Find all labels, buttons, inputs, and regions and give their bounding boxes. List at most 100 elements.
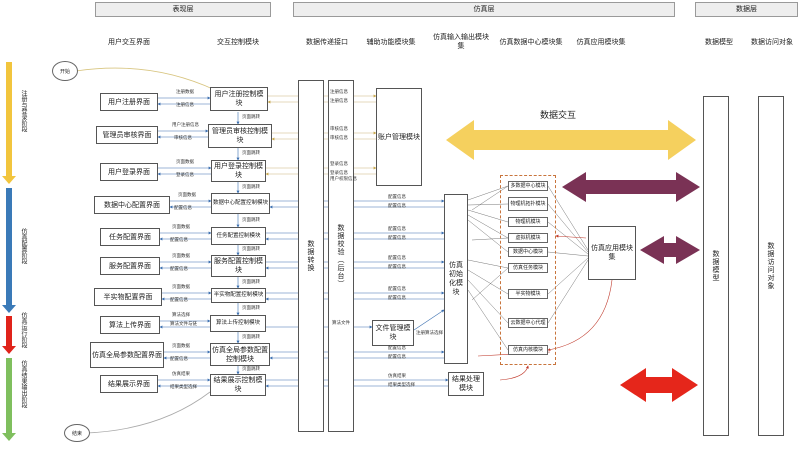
- lbl-jump-1: 页面跳转: [242, 151, 260, 156]
- start-node: 开始: [52, 61, 78, 81]
- data-conversion-bar: 数据转换: [298, 80, 324, 432]
- lbl-ui-ctrl-8a: 页面数据: [172, 344, 190, 349]
- ui-box-task-config: 任务配置界面: [100, 228, 160, 246]
- lbl-account-in-2: 登录信息: [330, 171, 348, 176]
- aux-func-label: 辅助功能模块集: [366, 37, 416, 46]
- stage-config: 仿真配置阶段: [20, 228, 27, 264]
- ui-box-login: 用户登录界面: [100, 163, 158, 181]
- datacenter-container: [500, 175, 556, 365]
- dc-item-physical-topology: 物理机拓扑模块: [508, 197, 548, 211]
- lbl-ctrl-right-3: 配置信息: [388, 195, 406, 200]
- lbl-ui-ctrl-6a: 页面数据: [172, 285, 190, 290]
- lbl-ctrl-right-6: 配置信息: [388, 287, 406, 292]
- ctrl-box-login: 用户登录控制模块: [211, 160, 266, 182]
- ctrl-box-global-params: 仿真全局参数配置控制模块: [210, 343, 270, 366]
- data-transfer-label: 数据传递接口: [306, 37, 348, 46]
- dc-item-virtual-machine: 虚拟机模块: [508, 233, 548, 243]
- data-model-label: 数据模型: [705, 37, 733, 46]
- file-mgmt-module: 文件管理模块: [372, 320, 414, 346]
- ui-box-hil-config: 半实物配置界面: [94, 288, 162, 306]
- stage-register: 注册与登录阶段: [20, 90, 27, 132]
- lbl-ui-ctrl-7a: 算法选择: [172, 313, 190, 318]
- ctrl-box-task-config: 任务配置控制模块: [211, 227, 266, 245]
- lbl-ui-ctrl-4a: 页面数据: [172, 225, 190, 230]
- lbl-ctrl-right-2: 登录信息: [330, 162, 348, 167]
- sim-datacenter-label: 仿真数据中心模块集: [499, 37, 563, 46]
- ctrl-box-register: 用户注册控制模块: [210, 87, 268, 111]
- ui-box-algorithm-upload: 算法上传界面: [100, 316, 160, 334]
- lbl-ctrl-right-8: 配置信息: [388, 346, 406, 351]
- sim-app-module: 仿真应用模块集: [588, 226, 636, 280]
- ui-box-register: 用户注册界面: [100, 93, 158, 111]
- interaction-ctrl-label: 交互控制模块: [217, 37, 259, 46]
- data-access-label: 数据访问对象: [751, 37, 793, 46]
- stage-output: 仿真结果输出阶段: [20, 360, 27, 408]
- dc-item-hil: 半实物模块: [508, 289, 548, 299]
- data-validation-label: 数据校验（后台）: [337, 224, 345, 288]
- data-conversion-label: 数据转换: [307, 240, 315, 272]
- ctrl-box-result-display: 结果展示控制模块: [210, 374, 266, 396]
- ctrl-box-datacenter-config: 数据中心配置控制模块: [211, 193, 270, 214]
- lbl-ui-ctrl-5b: 配置信息: [170, 267, 188, 272]
- lbl-ui-ctrl-4b: 配置信息: [170, 238, 188, 243]
- lbl-jump-8: 页面跳转: [242, 367, 260, 372]
- sim-init-module: 仿真初始化模块: [444, 194, 468, 364]
- ctrl-box-hil-config: 半实物配置控制模块: [211, 288, 266, 303]
- dc-item-sim-task: 仿真任务模块: [508, 263, 548, 273]
- lbl-ui-ctrl-9b: 结果类型选择: [170, 385, 197, 390]
- lbl-ctrl-right-7: 算法文件: [332, 321, 350, 326]
- lbl-jump-7: 页面跳转: [242, 335, 260, 340]
- lbl-ui-ctrl-1b: 审核信息: [174, 136, 192, 141]
- data-model-bar: 数据模型: [703, 96, 729, 436]
- data-model-vertical-label: 数据模型: [712, 250, 720, 282]
- data-access-bar: 数据访问对象: [758, 96, 784, 436]
- lbl-jump-0: 页面跳转: [242, 115, 260, 120]
- ui-box-result-display: 结果展示界面: [100, 375, 158, 393]
- user-ui-label: 用户交互界面: [108, 37, 150, 46]
- ui-box-admin-review: 管理员审核界面: [96, 126, 158, 144]
- lbl-ctrl-right-5: 配置信息: [388, 256, 406, 261]
- lbl-ui-ctrl-8b: 配置信息: [170, 357, 188, 362]
- ctrl-box-algorithm-upload: 算法上传控制模块: [210, 315, 266, 332]
- lbl-ui-ctrl-0a: 注册数据: [176, 90, 194, 95]
- lbl-jump-4: 页面跳转: [242, 247, 260, 252]
- lbl-ui-ctrl-1a: 用户注册信息: [172, 123, 199, 128]
- simulation-layer-header: 仿真层: [293, 2, 675, 17]
- dc-item-sim-kernel: 仿真内核模块: [508, 345, 548, 355]
- data-layer-header: 数据层: [695, 2, 798, 17]
- lbl-jump-2: 页面跳转: [242, 185, 260, 190]
- lbl-ui-ctrl-5a: 页面数据: [172, 254, 190, 259]
- ui-box-global-params: 仿真全局参数配置界面: [90, 342, 164, 368]
- data-exchange-label: 数据交互: [540, 111, 577, 121]
- lbl-ui-ctrl-2a: 页面数据: [176, 160, 194, 165]
- sim-io-label: 仿真输入输出模块集: [433, 33, 489, 50]
- data-validation-bar: 数据校验（后台）: [328, 80, 354, 432]
- lbl-ctrl-right-4: 配置信息: [388, 227, 406, 232]
- lbl-ctrl-right-1: 审核信息: [330, 127, 348, 132]
- dc-item-datacenter: 数据中心模块: [508, 247, 548, 257]
- end-node: 结束: [64, 424, 90, 442]
- ctrl-box-service-config: 服务配置控制模块: [211, 255, 266, 277]
- lbl-ui-ctrl-0b: 注册信息: [176, 103, 194, 108]
- account-mgmt-module: 账户管理模块: [376, 88, 422, 186]
- lbl-ui-ctrl-3a: 页面数据: [178, 193, 196, 198]
- lbl-init-in-3: 配置信息: [388, 296, 406, 301]
- lbl-account-in-3: 用户权限信息: [330, 177, 357, 182]
- ui-box-service-config: 服务配置界面: [100, 257, 160, 275]
- lbl-account-in-1: 审核信息: [330, 136, 348, 141]
- dc-item-physical-machine: 物理机模块: [508, 217, 548, 227]
- lbl-ui-ctrl-2b: 登录信息: [176, 173, 194, 178]
- lbl-init-in-0: 配置信息: [388, 204, 406, 209]
- ctrl-box-admin-review: 管理员审核控制模块: [208, 124, 272, 148]
- lbl-account-in-0: 注册信息: [330, 99, 348, 104]
- lbl-init-in-4: 配置信息: [388, 355, 406, 360]
- data-access-vertical-label: 数据访问对象: [767, 242, 775, 290]
- sim-app-label: 仿真应用模块集: [576, 37, 626, 46]
- lbl-jump-5: 页面跳转: [242, 280, 260, 285]
- stage-run: 仿真运行阶段: [20, 312, 27, 348]
- dc-item-multi-datacenter: 多数据中心模块: [508, 181, 548, 191]
- lbl-file-out: 注册算法选择: [416, 331, 443, 336]
